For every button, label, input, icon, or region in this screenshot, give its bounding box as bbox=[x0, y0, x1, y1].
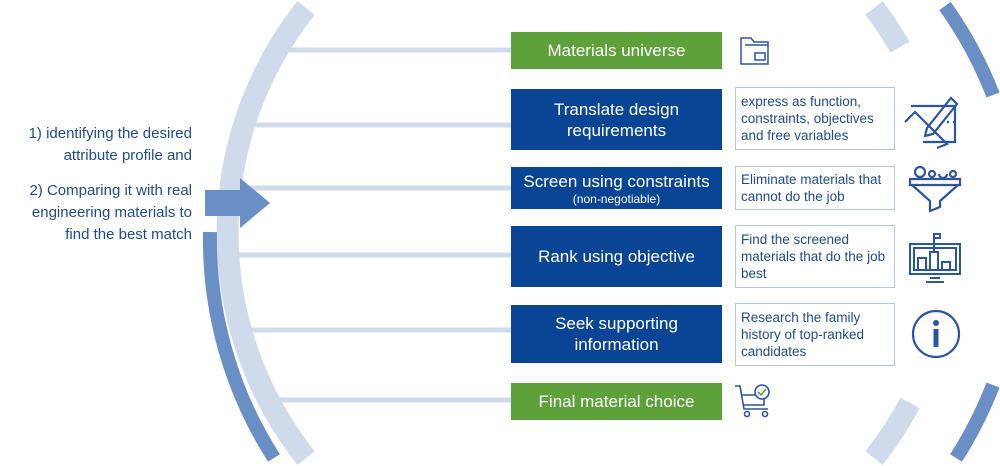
step-label: Materials universe bbox=[547, 41, 686, 60]
left-text-line: engineering materials to bbox=[31, 204, 192, 221]
light-ring-left bbox=[216, 1, 315, 465]
ranking-monitor-icon bbox=[909, 233, 961, 283]
ladder-lines bbox=[229, 47, 511, 403]
funnel-icon bbox=[908, 165, 962, 213]
step-label: Rank using objective bbox=[538, 247, 695, 266]
step-screen: Screen using constraints(non-negotiable) bbox=[511, 167, 722, 209]
folder-icon bbox=[740, 37, 769, 65]
step-label: Seek supporting information bbox=[555, 314, 678, 354]
step-materials-universe: Materials universe bbox=[511, 32, 722, 69]
light-ring-bottom-right bbox=[865, 397, 920, 465]
step-description: Find the screened materials that do the … bbox=[735, 225, 895, 288]
dark-ring-bottom-right bbox=[950, 382, 1000, 462]
arrow-icon bbox=[205, 178, 270, 228]
step-label: Final material choice bbox=[538, 392, 695, 411]
light-ring-top-right bbox=[865, 1, 910, 53]
step-description: Eliminate materials that cannot do the j… bbox=[735, 166, 895, 210]
left-text-line: 1) identifying the desired bbox=[28, 125, 192, 142]
left-text-line: find the best match bbox=[65, 226, 192, 243]
step-description: Research the family history of top-ranke… bbox=[735, 303, 895, 366]
cart-check-icon bbox=[735, 384, 770, 418]
step-label: Screen using constraints bbox=[523, 171, 710, 191]
info-icon bbox=[911, 309, 961, 359]
dark-ring bbox=[202, 1, 1000, 462]
step-description: express as function, constraints, object… bbox=[735, 87, 895, 150]
step-rank: Rank using objective bbox=[511, 226, 722, 287]
design-pencil-ruler-icon bbox=[904, 96, 959, 150]
left-text-line: 2) Comparing it with real bbox=[29, 182, 192, 199]
step-translate: Translate design requirements bbox=[511, 89, 722, 150]
step-seek: Seek supporting information bbox=[511, 305, 722, 363]
step-label: Translate design requirements bbox=[553, 99, 680, 140]
left-text-line: attribute profile and bbox=[63, 147, 192, 164]
light-ring bbox=[216, 1, 920, 465]
step-final-choice: Final material choice bbox=[511, 383, 722, 420]
step-sublabel: (non-negotiable) bbox=[572, 191, 661, 206]
dark-ring-top-right bbox=[939, 1, 1000, 98]
dark-ring-left bbox=[202, 231, 280, 462]
